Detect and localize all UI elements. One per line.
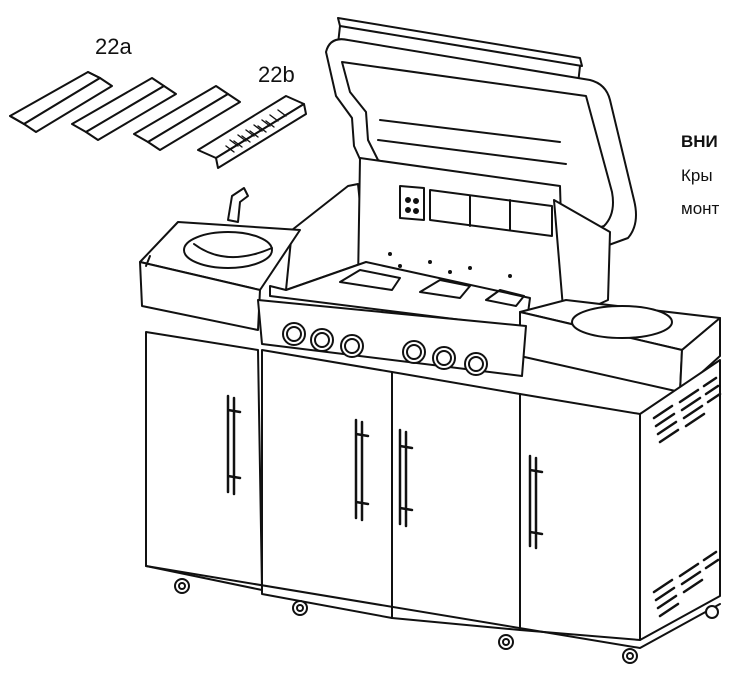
side-burner (572, 306, 672, 338)
perforations (226, 110, 286, 152)
firebox-right-wall (554, 200, 610, 320)
lid-handle-bar (338, 18, 582, 66)
knob-1 (283, 323, 305, 345)
knob-4 (403, 341, 425, 363)
towel-bar (146, 256, 150, 266)
cooking-area (270, 262, 530, 328)
handle-2 (356, 420, 368, 520)
cabinet-base (146, 566, 720, 648)
vent-slots-upper (654, 378, 720, 442)
warning-text-line-1: Кры (681, 166, 713, 185)
sink-basin (184, 232, 272, 268)
perforated-bar-22b (198, 96, 306, 168)
warning-text-line-2: монт (681, 199, 720, 218)
handle-1 (228, 396, 240, 494)
knob-6 (465, 353, 487, 375)
caster-wheels (175, 579, 718, 663)
rear-burner (430, 190, 552, 236)
warning-title: ВНИ (681, 132, 718, 151)
door-handles (228, 396, 542, 548)
left-shelf-front (140, 262, 260, 330)
part-label-22b: 22b (258, 62, 295, 87)
flavorizer-bar-2 (72, 78, 176, 140)
burner-knobs (283, 323, 487, 375)
burner-heat-shields (340, 270, 524, 306)
vent-slots-lower (654, 552, 718, 616)
cabinet-side-panel (640, 360, 720, 640)
lid-ribs (378, 120, 566, 164)
sink-faucet (228, 188, 248, 222)
cabinet-door-left (146, 332, 262, 590)
cabinet-door-center-right (392, 372, 520, 630)
left-sink-shelf (140, 188, 300, 330)
cabinet-door-right (520, 394, 640, 640)
grill-firebox (270, 158, 610, 328)
knob-3 (341, 335, 363, 357)
part-label-22a: 22a (95, 34, 132, 59)
flavorizer-bars-22a (10, 72, 240, 150)
cabinet-door-center-left (262, 350, 392, 618)
control-panel (258, 300, 526, 376)
handle-4 (530, 456, 542, 548)
handle-3 (400, 430, 412, 526)
knob-5 (433, 347, 455, 369)
flavorizer-bar-1 (10, 72, 112, 132)
knob-2 (311, 329, 333, 351)
flavorizer-bar-3 (134, 86, 240, 150)
control-module (400, 186, 424, 220)
cabinet (146, 332, 720, 663)
firebox-rivets (388, 252, 512, 278)
right-side-burner-shelf (520, 300, 720, 392)
